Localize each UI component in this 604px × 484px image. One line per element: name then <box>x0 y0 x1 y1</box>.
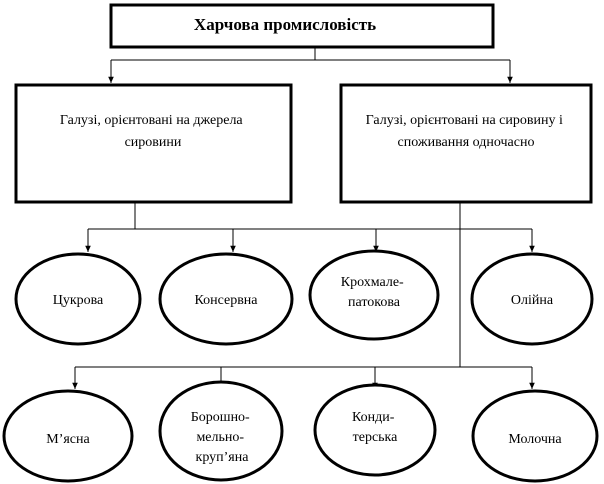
node-oil-label: Олійна <box>511 293 554 308</box>
node-dairy <box>471 389 599 483</box>
node-dairy-label: Молочна <box>508 432 562 447</box>
row2-connectors <box>72 202 535 389</box>
group-label-raw-source: Галузі, орієнтовані на джерела сировини <box>60 113 246 150</box>
group-label-mixed: Галузі, орієнтовані на сировину і спожив… <box>366 113 567 150</box>
node-meat <box>2 389 134 483</box>
row1-connectors <box>85 202 535 252</box>
node-oil <box>470 252 594 346</box>
node-flour-milling-label: Борошно- мельно- круп’яна <box>191 410 253 465</box>
node-confectionery <box>313 383 437 477</box>
node-starch-syrup <box>308 249 440 341</box>
node-canning-label: Консервна <box>194 293 258 308</box>
title-connectors <box>108 47 513 83</box>
node-sugar <box>14 252 142 346</box>
node-flour-milling <box>158 380 284 482</box>
node-starch-syrup-label: Крохмале- патокова <box>341 275 407 310</box>
title-text: Харчова промисловість <box>194 15 376 34</box>
node-canning <box>158 252 294 346</box>
node-meat-label: М’ясна <box>46 432 90 447</box>
group-box-raw-source <box>14 83 293 204</box>
title-box <box>109 3 495 49</box>
node-confectionery-label: Конди- терська <box>352 410 398 445</box>
node-sugar-label: Цукрова <box>53 293 104 308</box>
group-box-mixed <box>339 83 593 204</box>
